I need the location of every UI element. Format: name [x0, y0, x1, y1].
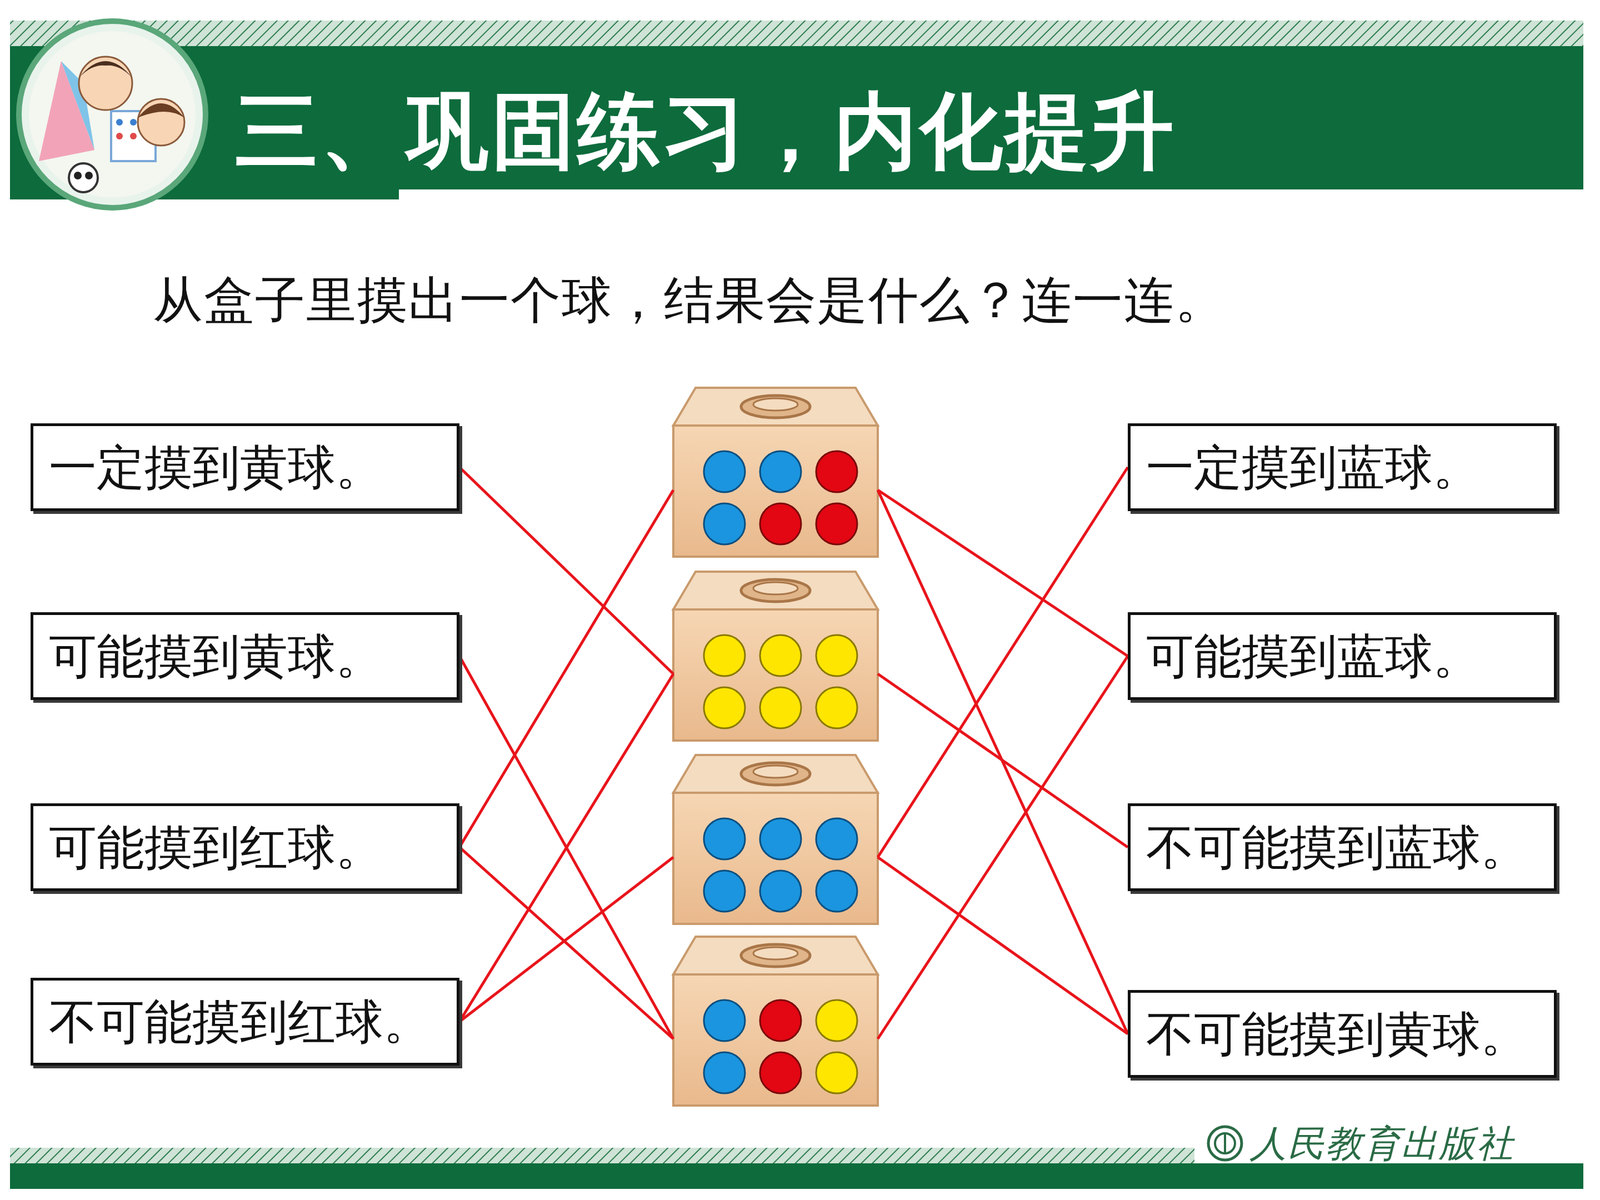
statement-box: 一定摸到黄球。: [30, 423, 460, 512]
statement-text: 不可能摸到红球。: [48, 995, 432, 1049]
statement-text: 可能摸到蓝球。: [1146, 630, 1481, 683]
statement-text: 一定摸到蓝球。: [1146, 441, 1481, 494]
statement-text: 一定摸到黄球。: [48, 441, 384, 494]
matching-line: [459, 847, 674, 1039]
ball-box-illustration: [673, 755, 878, 924]
statement-box: 不可能摸到蓝球。: [1127, 803, 1557, 892]
matching-line: [877, 673, 1128, 848]
ball-box: [673, 972, 878, 1105]
statement-text: 不可能摸到蓝球。: [1146, 821, 1529, 874]
publisher-name: 人民教育出版社: [1250, 1118, 1515, 1169]
question-text: 从盒子里摸出一个球，结果会是什么？连一连。: [152, 266, 1227, 335]
header-hatch: [10, 20, 1584, 49]
statement-box: 可能摸到蓝球。: [1127, 612, 1557, 700]
publisher-emblem: [1208, 1126, 1242, 1160]
slide-title: 三、巩固练习，内化提升: [235, 83, 1177, 180]
matching-line: [459, 490, 674, 848]
matching-line: [459, 467, 674, 674]
ball-box: [673, 791, 878, 924]
statement-text: 可能摸到黄球。: [48, 630, 384, 683]
header-band: [10, 46, 1584, 190]
logo-illustration: [18, 21, 206, 208]
matching-line: [877, 490, 1128, 1034]
matching-line: [877, 857, 1128, 1034]
statement-text: 可能摸到红球。: [48, 821, 384, 874]
ball-box-illustration: [673, 571, 878, 741]
matching-line: [459, 857, 674, 1022]
statement-text: 不可能摸到黄球。: [1146, 1007, 1529, 1061]
matching-line: [877, 467, 1128, 858]
footer-band: [10, 1163, 1584, 1189]
statement-box: 可能摸到黄球。: [30, 612, 460, 700]
statement-box: 不可能摸到红球。: [30, 977, 460, 1066]
statement-box: 可能摸到红球。: [30, 803, 460, 892]
matching-line: [877, 656, 1128, 1039]
matching-line: [459, 673, 674, 1022]
statement-box: 一定摸到蓝球。: [1127, 423, 1557, 512]
ball-box-illustration: [673, 387, 878, 557]
ball-box: [673, 423, 878, 557]
statement-box: 不可能摸到黄球。: [1127, 990, 1557, 1078]
ball-box: [673, 607, 878, 740]
ball-box-illustration: [673, 936, 878, 1106]
matching-line: [459, 656, 674, 1039]
